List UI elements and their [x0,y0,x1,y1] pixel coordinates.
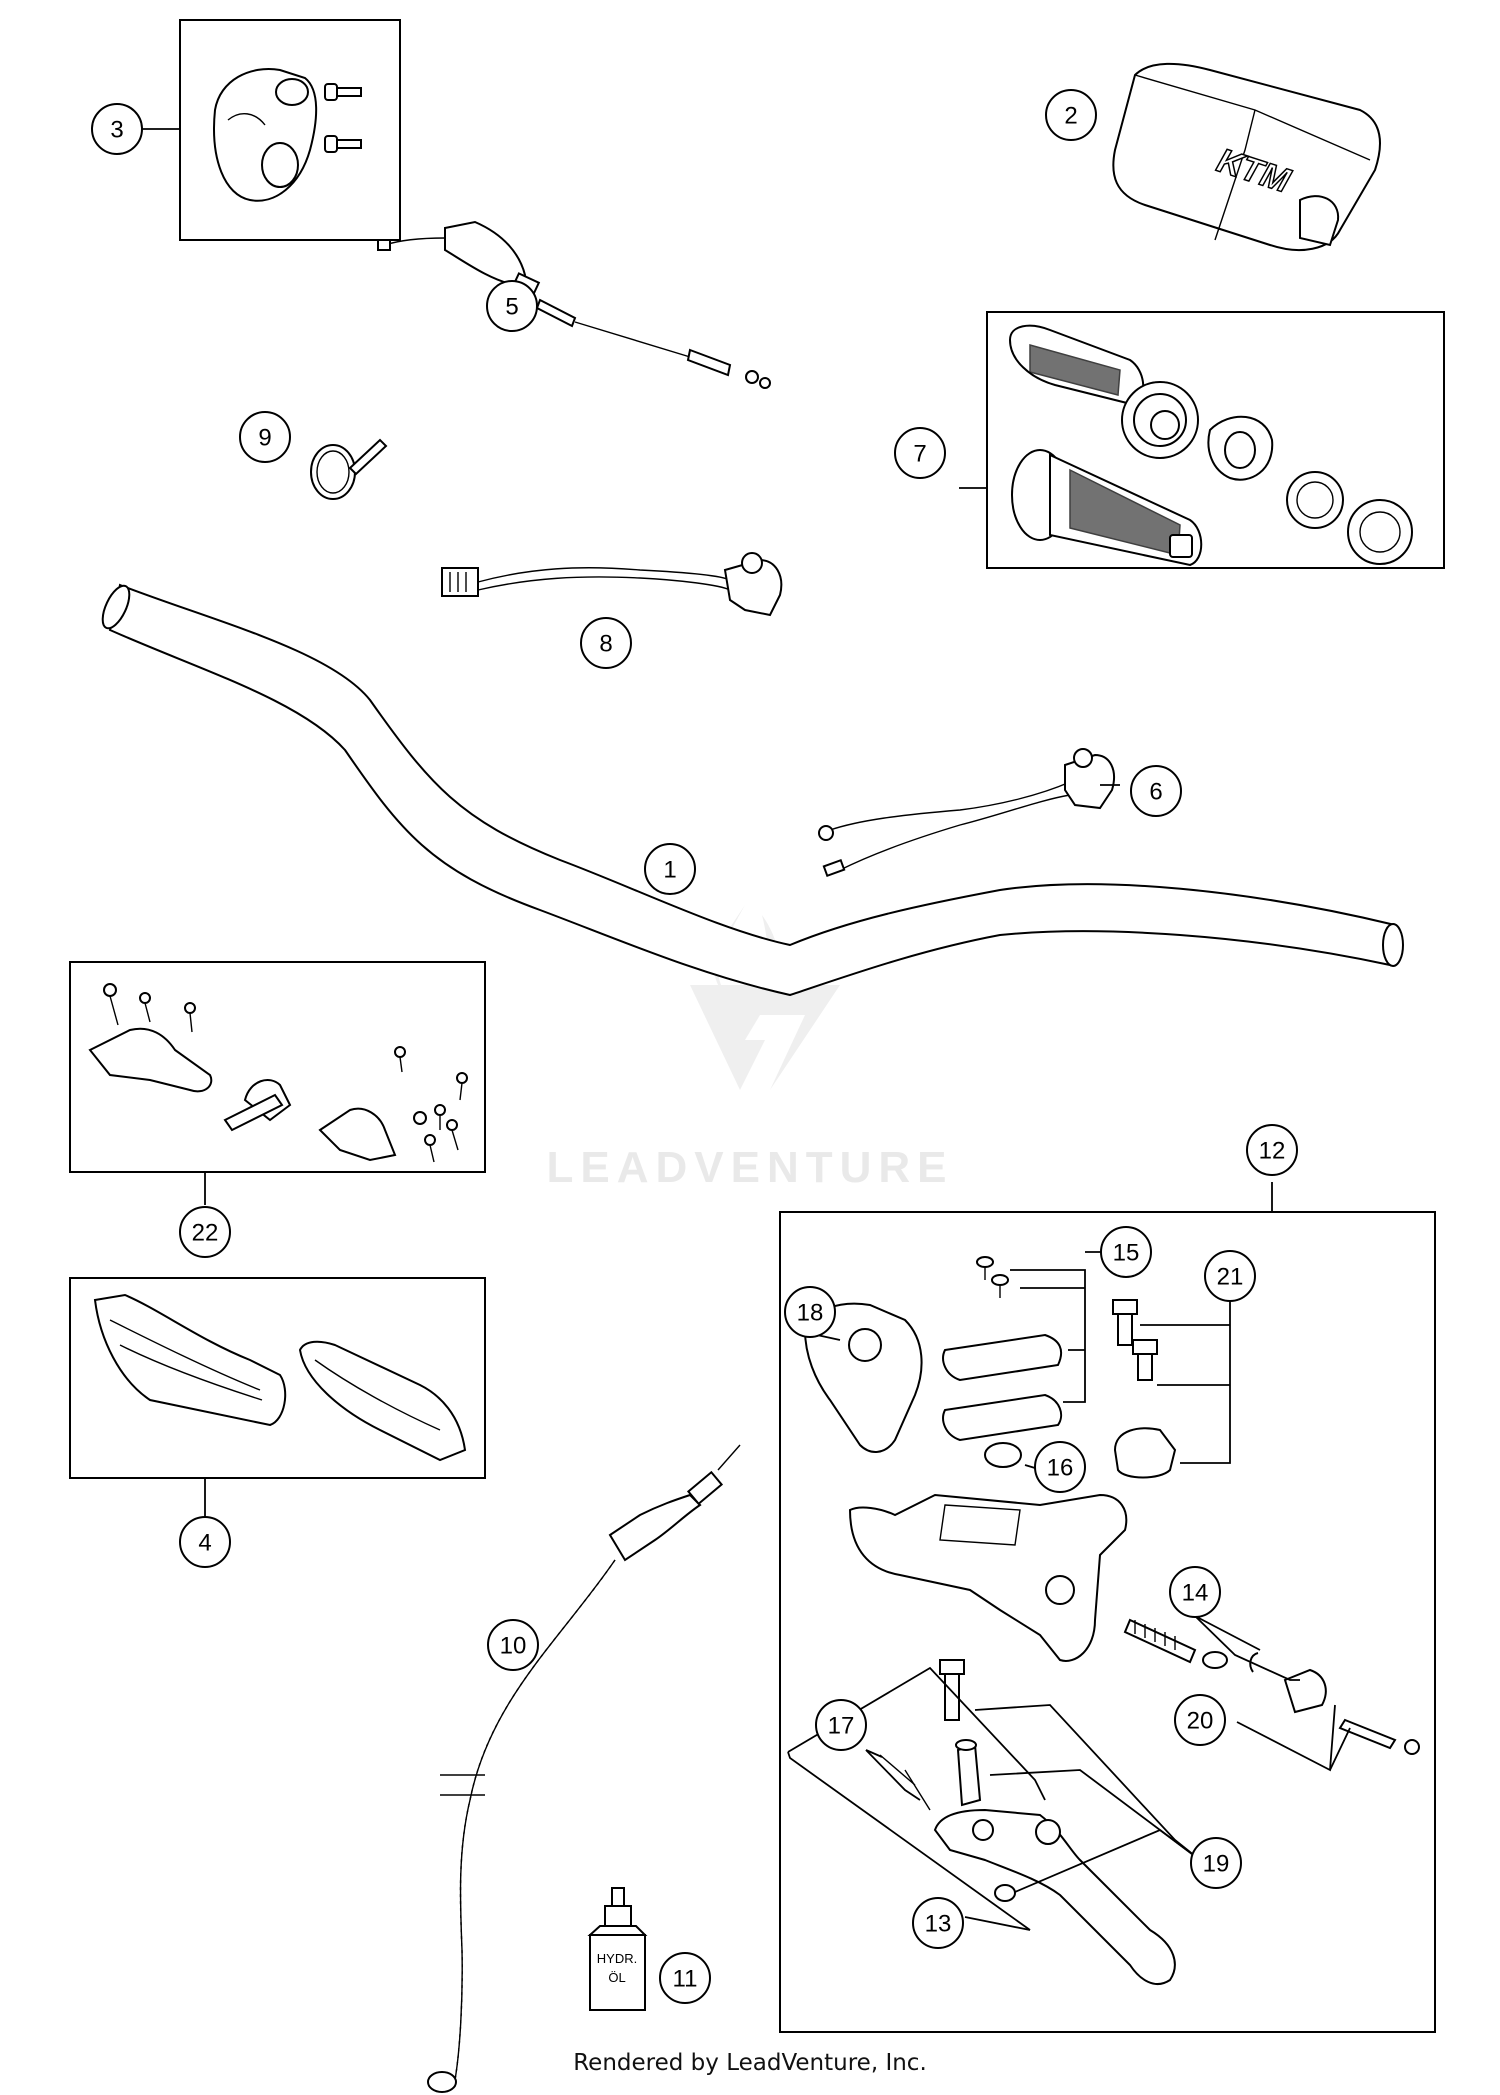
kill-switch [818,748,1115,878]
svg-text:16: 16 [1047,1455,1074,1482]
box-part-12 [779,1211,1436,2033]
svg-text:1: 1 [663,857,676,884]
callout-8: 8 [580,617,632,669]
handlebar [101,583,1404,997]
bolt-icon [184,1002,196,1033]
svg-text:12: 12 [1259,1138,1286,1165]
render-credit: Rendered by LeadVenture, Inc. [573,2050,927,2076]
callout-6: 6 [1130,765,1182,817]
hydraulic-oil-bottle: HYDR. ÖL [587,1887,648,2011]
svg-text:10: 10 [500,1633,527,1660]
box-part-3 [179,19,401,241]
screw-icon [976,1256,994,1280]
nut-icon [413,1111,427,1125]
watermark-logo: LEADVENTURE [546,905,953,1192]
callout-7: 7 [894,427,946,479]
callout-1: 1 [644,843,696,895]
callout-4: 4 [179,1516,231,1568]
callout-3: 3 [91,103,143,155]
svg-text:6: 6 [1149,779,1162,806]
throttle-cable [377,220,771,389]
callout-18: 18 [784,1286,836,1338]
svg-text:7: 7 [913,441,926,468]
leader-lines [136,128,1351,1931]
callout-12: 12 [1246,1124,1298,1176]
bolt-icon [394,1046,406,1073]
svg-text:21: 21 [1217,1264,1244,1291]
master-cylinder-assembly [803,1256,1420,1985]
callout-21: 21 [1204,1250,1256,1302]
throttle-housing [213,68,362,202]
callout-17: 17 [815,1699,867,1751]
clutch-hose [427,1444,741,2093]
svg-text:15: 15 [1113,1240,1140,1267]
svg-text:18: 18 [797,1300,824,1327]
callout-20: 20 [1174,1694,1226,1746]
bolt-icon [103,983,119,1026]
callout-5: 5 [486,280,538,332]
switch-with-cable [441,552,783,617]
svg-text:4: 4 [198,1530,211,1557]
handguard-mounting-kit [88,983,468,1163]
bottle-label-line-2: ÖL [608,1970,625,1985]
screw-icon [991,1274,1009,1298]
box-part-7 [986,311,1445,569]
callout-22: 22 [179,1206,231,1258]
bolt-icon [424,1134,436,1163]
svg-text:3: 3 [110,117,123,144]
svg-text:11: 11 [673,1966,698,1993]
svg-text:17: 17 [828,1713,855,1740]
box-part-4 [69,1277,486,1479]
watermark-text: LEADVENTURE [546,1143,953,1192]
callout-16: 16 [1034,1441,1086,1493]
bolt-icon [456,1072,468,1101]
svg-text:22: 22 [192,1220,219,1247]
bolt-icon [139,992,151,1023]
svg-text:9: 9 [258,425,271,452]
handguards [93,1293,467,1462]
screw-icon [324,135,362,153]
callout-15: 15 [1100,1226,1152,1278]
svg-text:19: 19 [1203,1851,1230,1878]
bolt-icon [434,1104,446,1130]
callout-19: 19 [1190,1837,1242,1889]
box-part-22 [69,961,486,1173]
svg-text:14: 14 [1182,1580,1209,1607]
svg-text:5: 5 [505,294,518,321]
screw-icon [324,83,362,101]
handlebar-pad: KTM [1112,62,1381,251]
svg-text:2: 2 [1064,103,1077,130]
callout-11: 11 [659,1952,711,2004]
grip-set [1008,324,1413,567]
callout-14: 14 [1169,1566,1221,1618]
bolt-icon [446,1119,459,1151]
callout-2: 2 [1045,89,1097,141]
bottle-label-line-1: HYDR. [597,1951,637,1966]
callout-13: 13 [912,1897,964,1949]
svg-text:8: 8 [599,631,612,658]
callout-9: 9 [239,411,291,463]
callout-10: 10 [487,1619,539,1671]
svg-text:20: 20 [1187,1708,1214,1735]
svg-text:13: 13 [925,1911,952,1938]
cable-tie [310,438,388,500]
